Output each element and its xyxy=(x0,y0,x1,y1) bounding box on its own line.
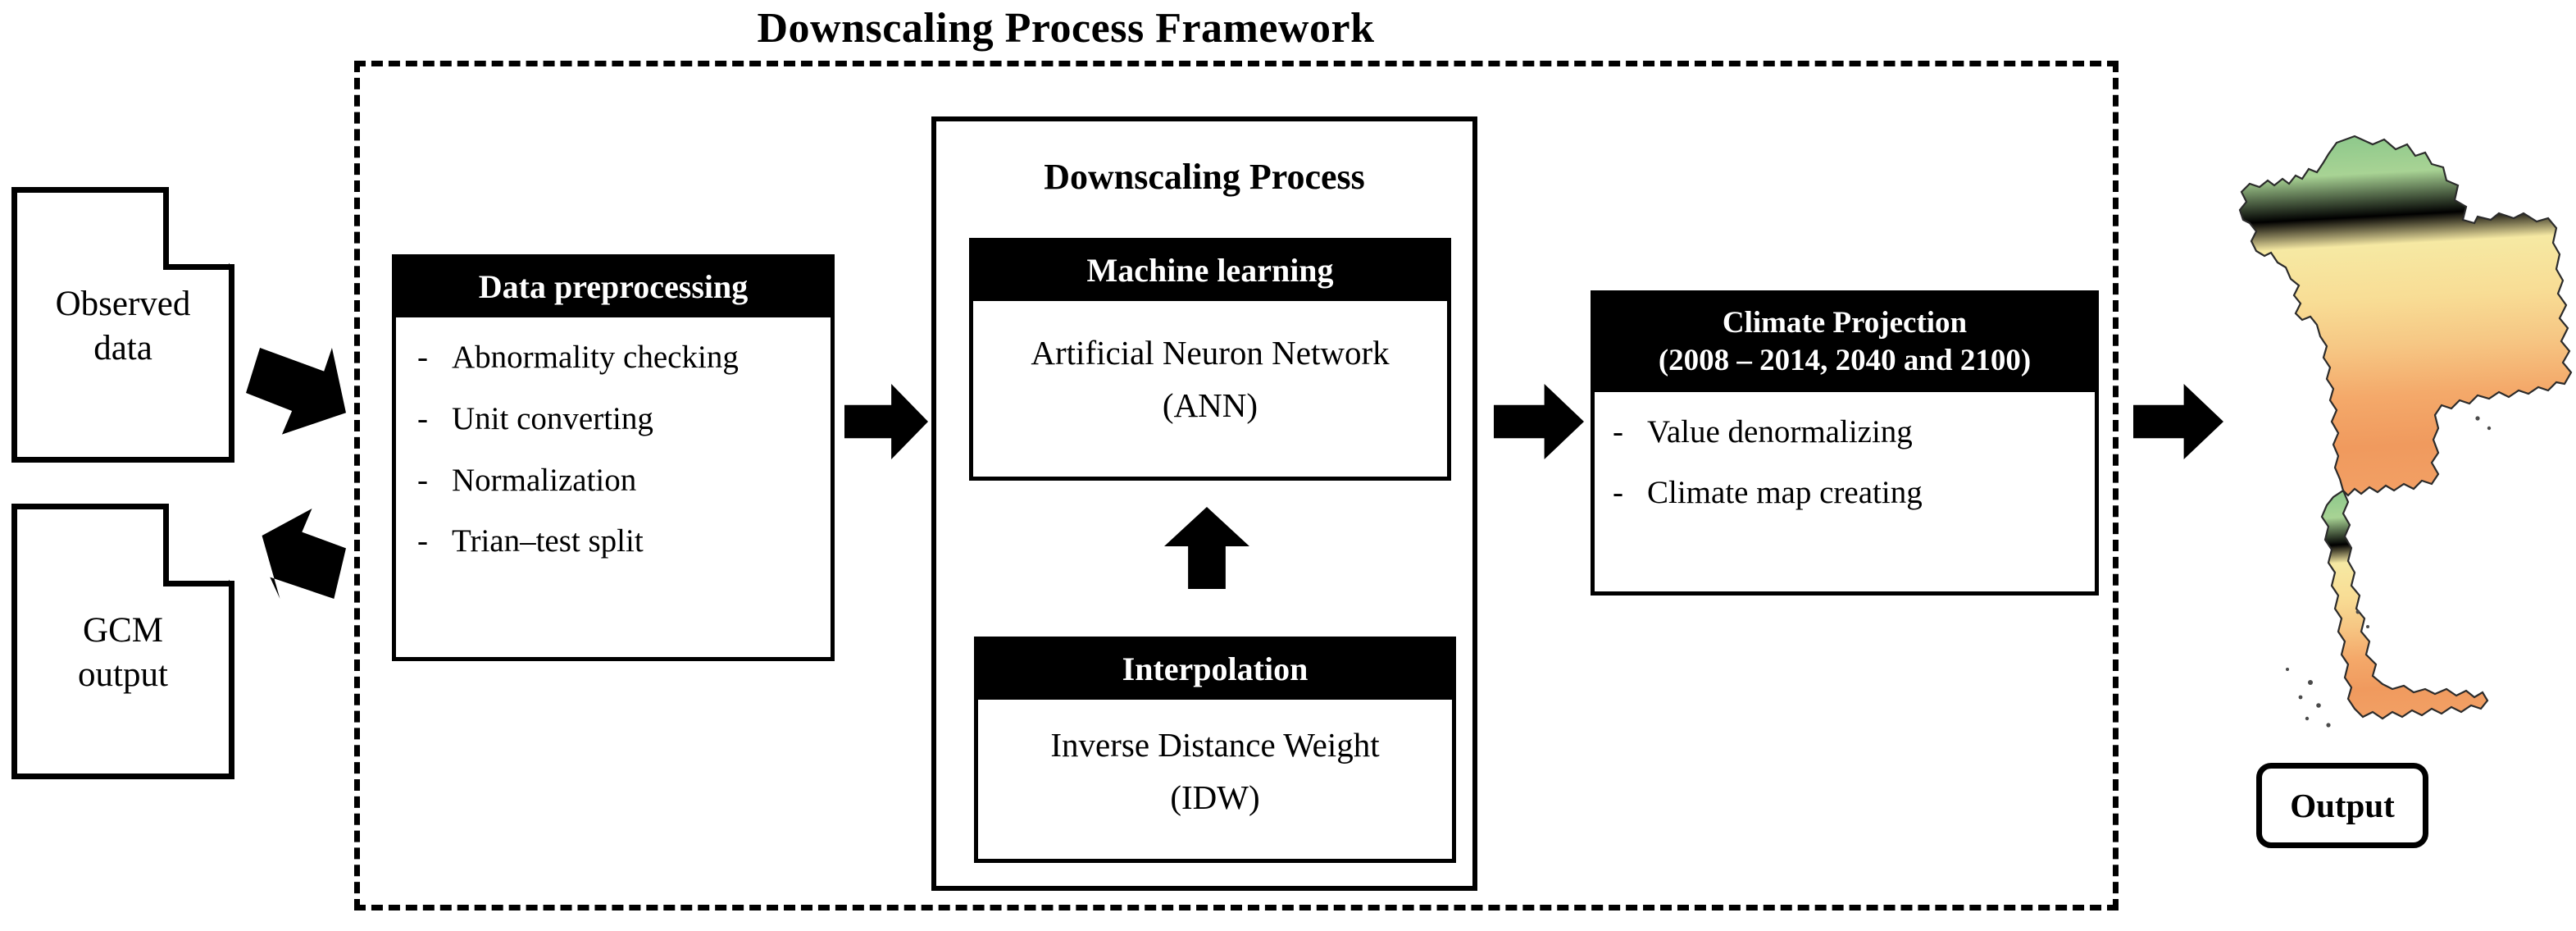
interpolation-panel: Interpolation Inverse Distance Weight (I… xyxy=(974,637,1456,863)
idw-abbreviation: (IDW) xyxy=(1170,778,1260,816)
list-item: - Climate map creating xyxy=(1613,474,2080,513)
downscaling-process-heading: Downscaling Process xyxy=(1044,157,1365,197)
list-item: - Normalization xyxy=(417,462,812,500)
list-item: - Trian–test split xyxy=(417,523,812,561)
bullet-dash: - xyxy=(417,340,428,375)
list-item-label: Value denormalizing xyxy=(1647,413,1913,450)
ann-abbreviation: (ANN) xyxy=(1162,386,1258,424)
page-fold-corner-icon xyxy=(162,187,235,270)
interpolation-body: Inverse Distance Weight (IDW) xyxy=(978,700,1452,843)
ann-name: Artificial Neuron Network xyxy=(1031,334,1390,372)
idw-name: Inverse Distance Weight xyxy=(1050,725,1380,764)
output-badge: Output xyxy=(2256,763,2428,848)
bullet-dash: - xyxy=(417,462,428,498)
climate-projection-title: Climate Projection xyxy=(1722,306,1968,340)
input-observed-data: Observed data xyxy=(11,187,235,463)
list-item: - Unit converting xyxy=(417,400,812,439)
list-item: - Value denormalizing xyxy=(1613,413,2080,452)
list-item-label: Unit converting xyxy=(452,400,653,436)
bullet-dash: - xyxy=(1613,413,1623,450)
climate-projection-header: Climate Projection (2008 – 2014, 2040 an… xyxy=(1595,294,2095,392)
output-badge-label: Output xyxy=(2290,787,2395,824)
bullet-dash: - xyxy=(417,400,428,436)
climate-projection-body: - Value denormalizing - Climate map crea… xyxy=(1595,391,2095,530)
machine-learning-body: Artificial Neuron Network (ANN) xyxy=(973,301,1447,459)
data-preprocessing-list: - Abnormality checking - Unit converting… xyxy=(417,339,812,561)
list-item-label: Climate map creating xyxy=(1647,475,1923,511)
interpolation-header: Interpolation xyxy=(978,641,1452,700)
gcm-output-label-line2: output xyxy=(78,655,168,694)
document-page-shape xyxy=(11,187,234,463)
arrow-observed-to-preprocessing-icon xyxy=(246,348,346,435)
list-item-label: Abnormality checking xyxy=(452,340,739,375)
arrow-gcm-to-preprocessing-icon xyxy=(262,509,346,599)
machine-learning-header: Machine learning xyxy=(973,242,1447,301)
bullet-dash: - xyxy=(417,523,428,559)
gcm-output-label-line1: GCM xyxy=(83,611,163,650)
data-preprocessing-body: - Abnormality checking - Unit converting… xyxy=(396,317,831,578)
list-item-label: Normalization xyxy=(452,462,637,498)
thailand-outline xyxy=(2238,135,2573,728)
data-preprocessing-header: Data preprocessing xyxy=(396,258,831,317)
input-gcm-output: GCM output xyxy=(11,504,235,779)
arrow-projection-to-output-icon xyxy=(2133,384,2223,459)
list-item-label: Trian–test split xyxy=(452,523,644,559)
observed-data-label-line1: Observed xyxy=(55,285,191,323)
machine-learning-panel: Machine learning Artificial Neuron Netwo… xyxy=(969,238,1451,481)
observed-data-label-line2: data xyxy=(93,328,152,367)
climate-projection-panel: Climate Projection (2008 – 2014, 2040 an… xyxy=(1591,290,2099,596)
climate-projection-list: - Value denormalizing - Climate map crea… xyxy=(1613,413,2080,513)
framework-dashed-border xyxy=(354,61,2119,910)
document-page-shape xyxy=(11,504,234,779)
data-preprocessing-panel: Data preprocessing - Abnormality checkin… xyxy=(392,254,835,661)
thailand-climate-map xyxy=(2232,131,2576,755)
page-fold-corner-icon xyxy=(162,504,235,586)
climate-projection-years: (2008 – 2014, 2040 and 2100) xyxy=(1658,344,2032,378)
list-item: - Abnormality checking xyxy=(417,339,812,377)
bullet-dash: - xyxy=(1613,475,1623,511)
page-title: Downscaling Process Framework xyxy=(757,5,1375,52)
